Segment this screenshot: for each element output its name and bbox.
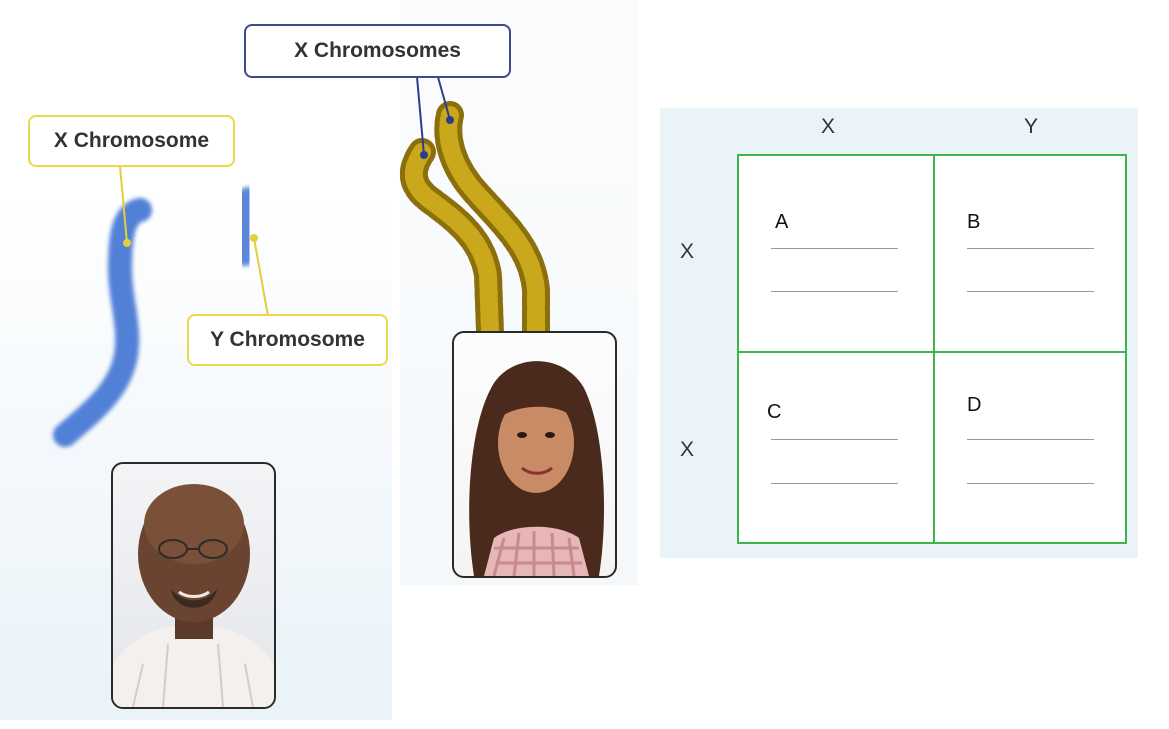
punnett-top-header-2: Y [1024,115,1039,138]
punnett-square: A B C D [737,154,1127,544]
answer-line [967,248,1094,249]
answer-line [967,439,1094,440]
cell-letter-c: C [767,401,782,423]
male-y-chromosome [232,187,259,266]
x-chromosome-label: X Chromosome [28,115,235,167]
male-x-chromosome [53,198,152,447]
x-chromosome-leader [119,165,128,244]
punnett-side-header-1: X [680,240,695,263]
x-chromosomes-leader-2 [437,76,451,121]
y-chromosome-leader [253,237,269,317]
punnett-cell-d[interactable]: D [935,353,1127,544]
male-portrait-image [113,484,274,707]
punnett-horizontal-divider [739,351,1125,353]
cell-letter-a: A [775,211,789,233]
answer-line [967,291,1094,292]
cell-letter-b: B [967,211,981,233]
answer-line [771,248,898,249]
female-photo [452,331,617,578]
cell-letter-d: D [967,394,982,416]
punnett-vertical-divider [933,156,935,542]
male-photo [111,462,276,709]
answer-line [771,439,898,440]
answer-line [967,483,1094,484]
punnett-cell-a[interactable]: A [739,156,933,351]
punnett-cell-c[interactable]: C [739,353,933,544]
answer-line [771,483,898,484]
female-portrait-image [469,361,604,576]
y-chromosome-label: Y Chromosome [187,314,388,366]
punnett-cell-b[interactable]: B [935,156,1127,351]
answer-line [771,291,898,292]
x-chromosomes-leader-1 [416,76,425,156]
x-chromosomes-label: X Chromosomes [244,24,511,78]
punnett-side-header-2: X [680,438,695,461]
punnett-top-header-1: X [821,115,836,138]
